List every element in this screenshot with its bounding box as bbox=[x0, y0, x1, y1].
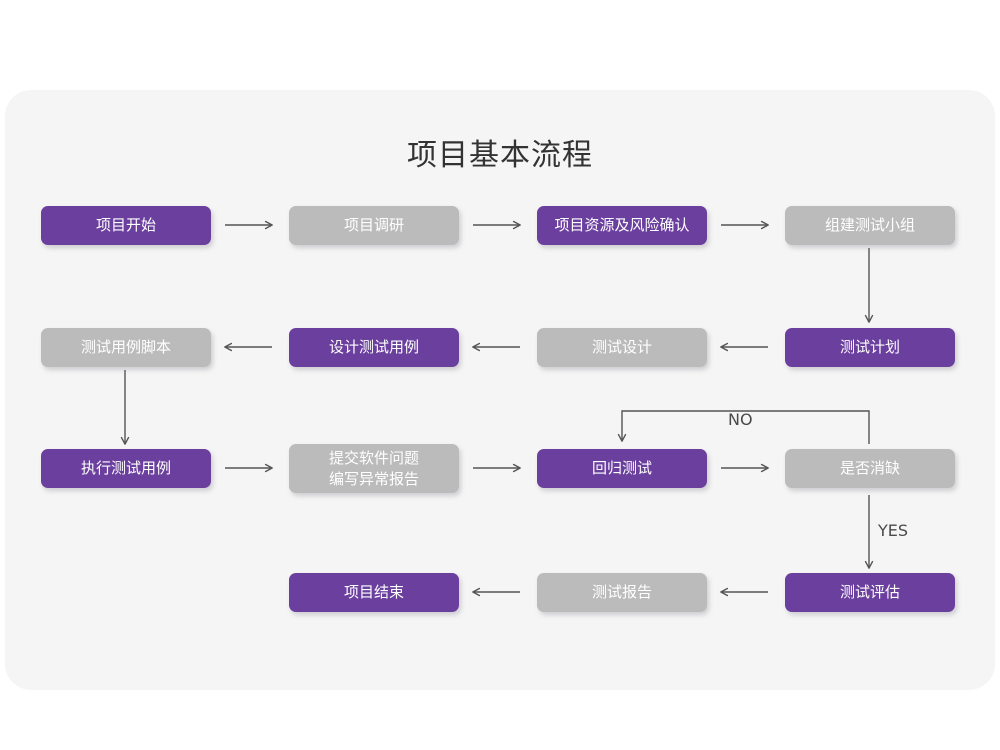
node-design-test-case[interactable]: 设计测试用例 bbox=[289, 328, 459, 367]
node-test-report[interactable]: 测试报告 bbox=[537, 573, 707, 612]
node-build-test-team[interactable]: 组建测试小组 bbox=[785, 206, 955, 245]
node-test-case-script[interactable]: 测试用例脚本 bbox=[41, 328, 211, 367]
node-label: 项目调研 bbox=[343, 216, 404, 234]
node-label: 测试用例脚本 bbox=[80, 338, 171, 356]
node-test-plan[interactable]: 测试计划 bbox=[785, 328, 955, 367]
node-project-start[interactable]: 项目开始 bbox=[41, 206, 211, 245]
node-defect-resolved[interactable]: 是否消缺 bbox=[785, 449, 955, 488]
node-execute-test-case[interactable]: 执行测试用例 bbox=[41, 449, 211, 488]
node-label: 项目结束 bbox=[343, 583, 404, 601]
node-label: 测试设计 bbox=[591, 338, 652, 356]
node-label: 项目开始 bbox=[95, 216, 156, 234]
node-label: 测试评估 bbox=[839, 583, 900, 601]
edge-label-yes: YES bbox=[878, 521, 909, 540]
node-label-line-2: 编写异常报告 bbox=[328, 469, 419, 488]
node-label: 执行测试用例 bbox=[80, 459, 171, 477]
node-label: 设计测试用例 bbox=[328, 338, 419, 356]
node-label-line-1: 提交软件问题 bbox=[328, 448, 419, 467]
node-label: 测试报告 bbox=[591, 583, 652, 601]
node-label: 是否消缺 bbox=[839, 459, 900, 477]
node-label: 测试计划 bbox=[839, 338, 900, 356]
node-label: 回归测试 bbox=[591, 459, 652, 477]
node-regression-test[interactable]: 回归测试 bbox=[537, 449, 707, 488]
edge-label-no: NO bbox=[728, 410, 753, 429]
node-submit-issue-report[interactable]: 提交软件问题 编写异常报告 bbox=[289, 444, 459, 493]
node-label: 组建测试小组 bbox=[824, 216, 915, 234]
node-resource-risk-confirm[interactable]: 项目资源及风险确认 bbox=[537, 206, 707, 245]
node-test-design[interactable]: 测试设计 bbox=[537, 328, 707, 367]
node-test-evaluation[interactable]: 测试评估 bbox=[785, 573, 955, 612]
node-project-research[interactable]: 项目调研 bbox=[289, 206, 459, 245]
node-label: 项目资源及风险确认 bbox=[554, 216, 690, 234]
node-project-end[interactable]: 项目结束 bbox=[289, 573, 459, 612]
page-title: 项目基本流程 bbox=[407, 138, 593, 173]
